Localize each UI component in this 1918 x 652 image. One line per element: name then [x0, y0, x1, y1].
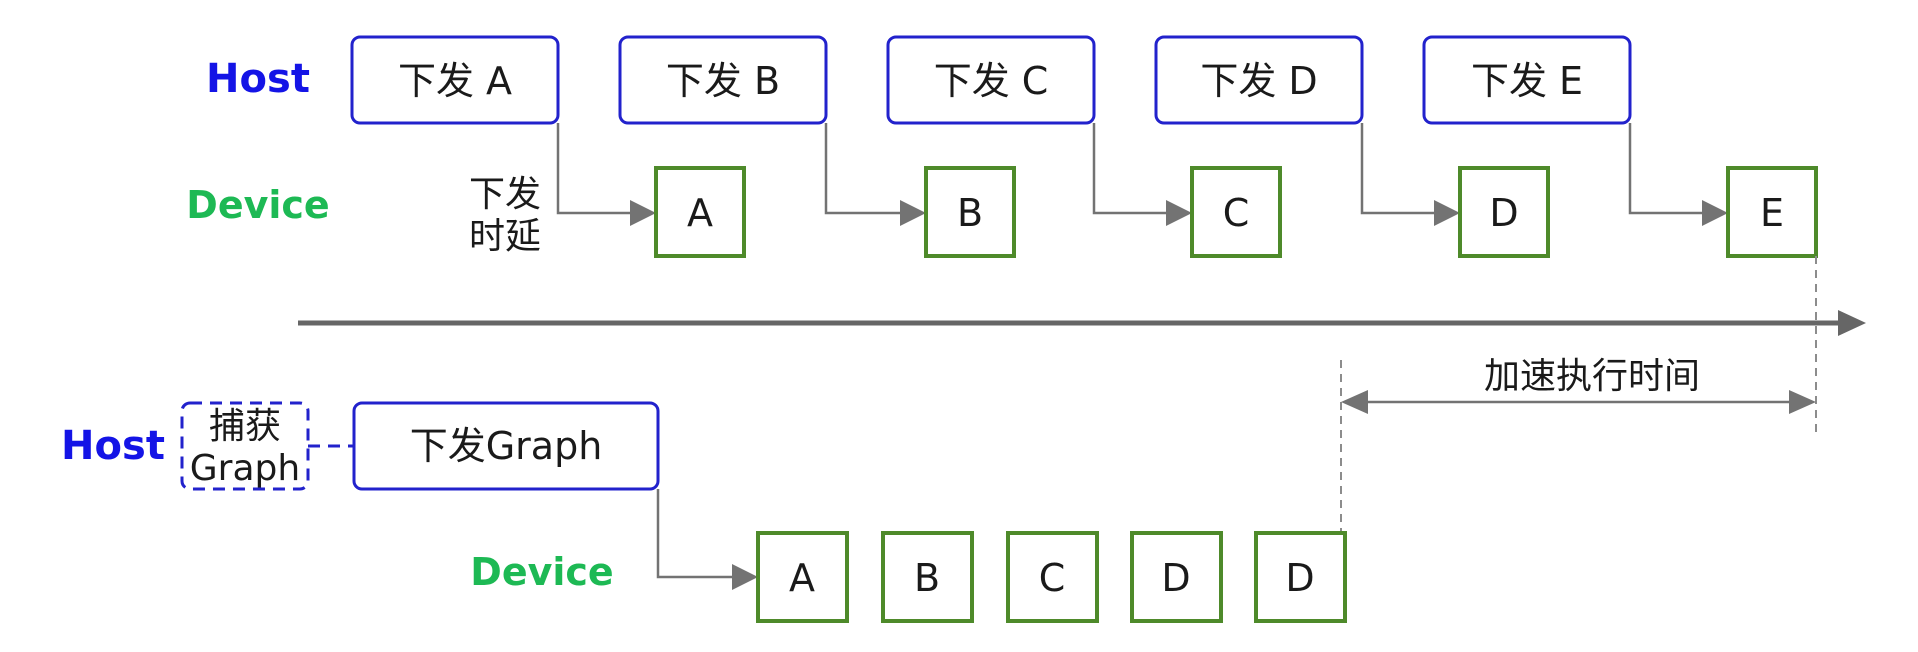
- bottom-device-box-label: D: [1161, 556, 1190, 600]
- top-host-box-label: 下发 B: [666, 59, 780, 103]
- bottom-device-box-c: C: [1006, 531, 1099, 623]
- launch-graph-box: 下发Graph: [352, 401, 660, 491]
- bottom-device-box-label: D: [1285, 556, 1314, 600]
- top-host-box-a: 下发 A: [350, 35, 560, 125]
- top-device-box-label: E: [1760, 191, 1784, 235]
- top-connector-d: [1360, 123, 1460, 226]
- bottom-device-box-d2: D: [1254, 531, 1347, 623]
- top-device-box-label: B: [957, 191, 983, 235]
- top-host-box-label: 下发 D: [1200, 59, 1317, 103]
- top-device-box-e: E: [1726, 166, 1818, 258]
- top-device-box-b: B: [924, 166, 1016, 258]
- top-device-label: Device: [186, 183, 329, 227]
- top-connector-c: [1092, 123, 1192, 226]
- bottom-device-box-label: B: [914, 556, 940, 600]
- launch-graph-label: 下发Graph: [410, 424, 603, 468]
- top-host-box-d: 下发 D: [1154, 35, 1364, 125]
- top-host-box-label: 下发 E: [1471, 59, 1583, 103]
- top-device-box-label: D: [1489, 191, 1518, 235]
- top-host-box-label: 下发 A: [398, 59, 512, 103]
- speedup-label: 加速执行时间: [1484, 356, 1700, 397]
- top-host-box-b: 下发 B: [618, 35, 828, 125]
- top-device-box-label: C: [1223, 191, 1250, 235]
- bottom-device-box-label: A: [789, 556, 815, 600]
- top-connector-b: [824, 123, 926, 226]
- capture-graph-line2: Graph: [190, 448, 300, 489]
- top-device-box-d: D: [1458, 166, 1550, 258]
- top-host-box-label: 下发 C: [934, 59, 1049, 103]
- bottom-device-box-a: A: [756, 531, 849, 623]
- top-host-box-e: 下发 E: [1422, 35, 1632, 125]
- capture-graph-line1: 捕获: [209, 406, 281, 447]
- speedup-arrow: [1341, 390, 1816, 414]
- top-device-box-a: A: [654, 166, 746, 258]
- bottom-device-box-d: D: [1130, 531, 1223, 623]
- latency-label-line1: 下发: [469, 174, 541, 215]
- top-device-box-c: C: [1190, 166, 1282, 258]
- bottom-device-box-label: C: [1039, 556, 1066, 600]
- top-connector-e: [1628, 123, 1728, 226]
- top-host-box-c: 下发 C: [886, 35, 1096, 125]
- bottom-device-box-b: B: [881, 531, 974, 623]
- top-connector-a: [556, 123, 656, 226]
- bottom-host-label: Host: [61, 423, 165, 469]
- latency-label-line2: 时延: [469, 216, 541, 257]
- bottom-connector: [656, 489, 758, 590]
- bottom-device-label: Device: [470, 550, 613, 594]
- timeline-arrow: [298, 310, 1866, 336]
- top-device-box-label: A: [687, 191, 713, 235]
- capture-graph-box: 捕获 Graph: [180, 401, 310, 491]
- top-host-label: Host: [206, 56, 310, 102]
